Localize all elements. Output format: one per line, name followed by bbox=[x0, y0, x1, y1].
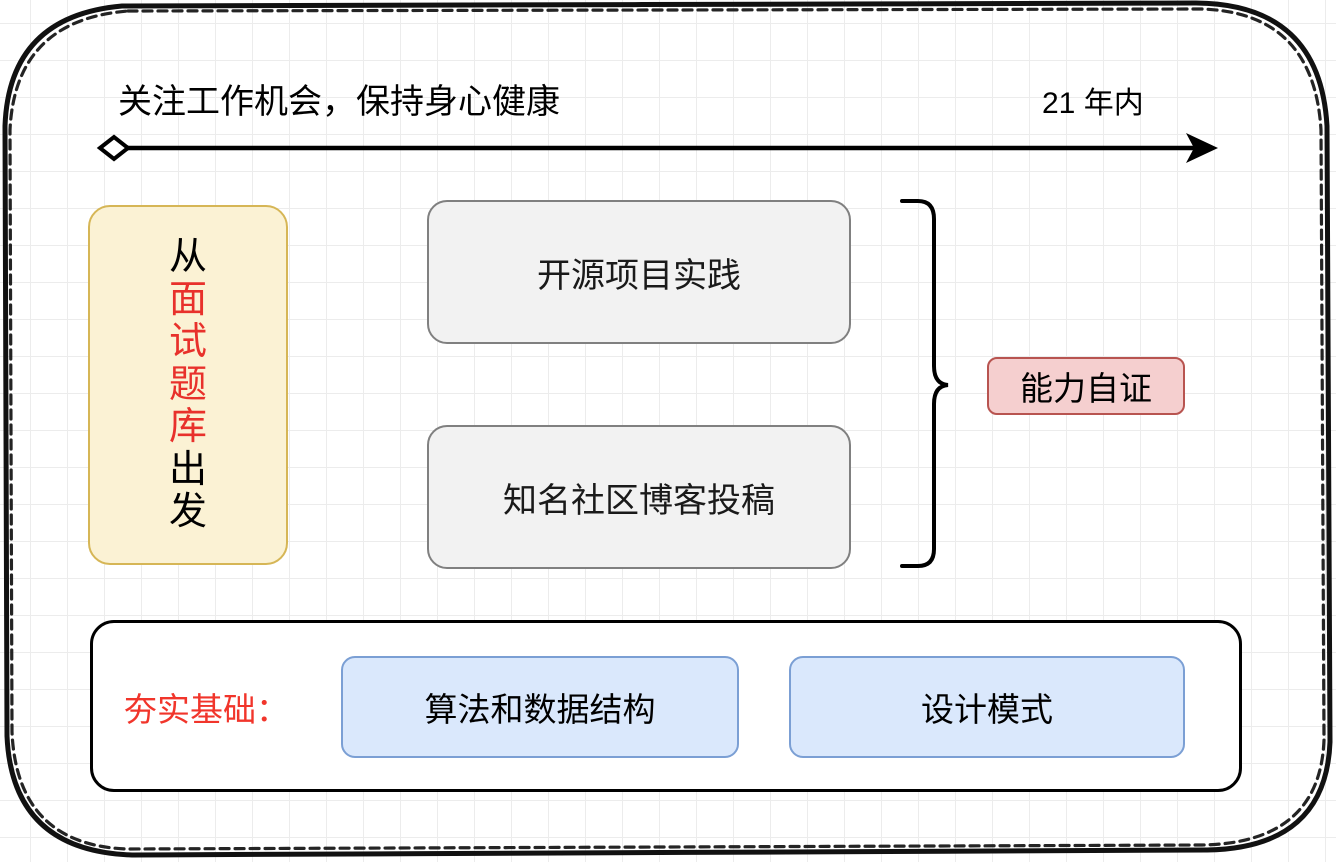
start-node-char-6: 发 bbox=[168, 491, 207, 534]
start-node-char-5: 出 bbox=[168, 448, 207, 491]
timeline-arrow bbox=[96, 133, 1218, 163]
practice-node-open-source[interactable]: 开源项目实践 bbox=[427, 200, 851, 344]
time-range-label: 21 年内 bbox=[1042, 87, 1144, 120]
foundation-node-algorithms[interactable]: 算法和数据结构 bbox=[341, 656, 739, 758]
start-node-interview-bank[interactable]: 从 面 试 题 库 出 发 bbox=[88, 205, 288, 565]
capability-proof-label[interactable]: 能力自证 bbox=[987, 357, 1185, 415]
start-node-char-2: 试 bbox=[168, 321, 207, 364]
foundation-label: 夯实基础： bbox=[124, 691, 289, 728]
grouping-brace bbox=[900, 199, 949, 568]
start-node-char-0: 从 bbox=[168, 236, 207, 279]
page-title: 关注工作机会，保持身心健康 bbox=[118, 83, 560, 121]
practice-node-blog[interactable]: 知名社区博客投稿 bbox=[427, 425, 851, 569]
start-node-char-4: 库 bbox=[168, 406, 207, 449]
start-node-char-3: 题 bbox=[168, 363, 207, 406]
foundation-node-design-patterns[interactable]: 设计模式 bbox=[789, 656, 1185, 758]
start-node-char-1: 面 bbox=[168, 278, 207, 321]
